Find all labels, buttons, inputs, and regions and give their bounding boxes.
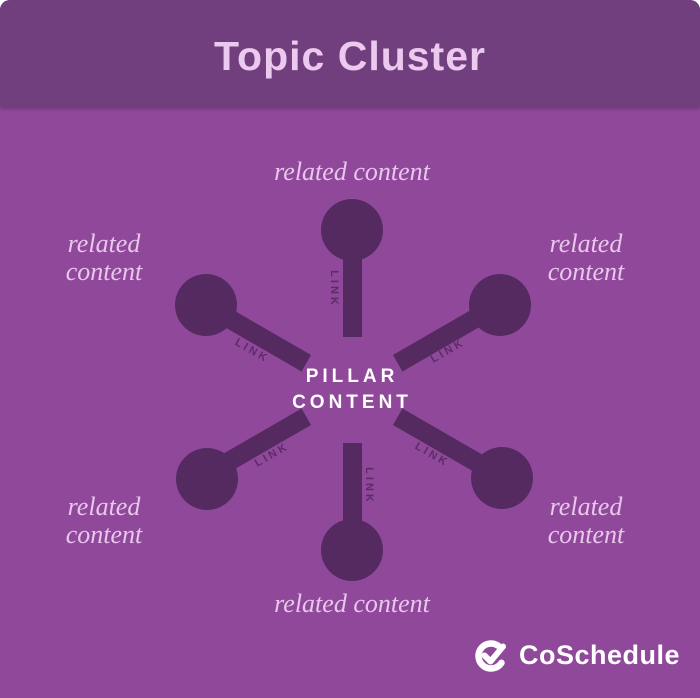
cluster-node-top [321, 199, 383, 261]
header-band: Topic Cluster [0, 0, 700, 107]
cluster-node-upper-right [469, 274, 531, 336]
link-label-bottom: LINK [363, 467, 375, 505]
hub-line-2: CONTENT [292, 392, 412, 413]
pillar-content-hub: PILLAR CONTENT [292, 364, 412, 416]
coschedule-logo: CoSchedule [472, 636, 680, 674]
cluster-node-upper-left [175, 274, 237, 336]
coschedule-logo-text: CoSchedule [518, 639, 680, 670]
related-label-lower-right: related content [547, 492, 625, 549]
cluster-node-lower-right [471, 447, 533, 509]
related-label-bottom: related content [274, 589, 430, 618]
page-title: Topic Cluster [214, 33, 486, 79]
cluster-node-bottom [321, 519, 383, 581]
related-label-lower-left: related content [65, 492, 143, 549]
related-label-upper-left: related content [65, 229, 143, 286]
link-label-top: LINK [328, 270, 340, 308]
hub-line-1: PILLAR [305, 366, 399, 387]
related-label-top: related content [274, 157, 430, 186]
cluster-node-lower-left [176, 448, 238, 510]
coschedule-check-icon [472, 636, 510, 674]
related-label-upper-right: related content [547, 229, 625, 286]
